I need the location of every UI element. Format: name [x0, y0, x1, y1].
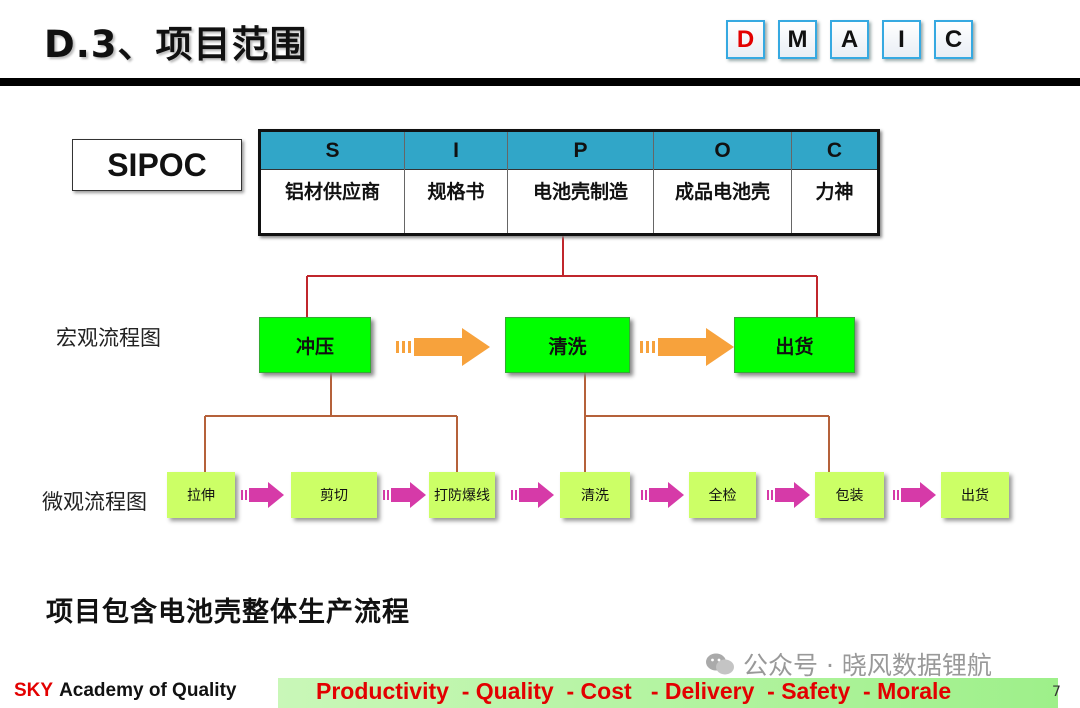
- macro-step-shipping: 出货: [734, 317, 855, 373]
- page-title: D.3、项目范围: [44, 23, 308, 66]
- sipoc-value-p: 电池壳制造: [532, 181, 628, 203]
- micro-flow-label: 微观流程图: [42, 490, 147, 514]
- macro-arrows: [396, 328, 734, 366]
- dmaic-badge-a: A: [830, 20, 869, 59]
- micro-step-cutting: 剪切: [291, 472, 377, 518]
- footer-brand-sky: SKY: [14, 680, 54, 701]
- watermark: 公众号 · 晓风数据锂航: [705, 646, 992, 682]
- micro-step-drawing: 拉伸: [167, 472, 235, 518]
- watermark-text: 公众号 · 晓风数据锂航: [743, 651, 992, 680]
- sipoc-value-c: 力神: [815, 181, 854, 203]
- micro-arrow-5: [767, 482, 810, 508]
- macro-step-stamping: 冲压: [259, 317, 371, 373]
- sipoc-column-s: S 铝材供应商: [261, 132, 405, 233]
- micro-arrow-6: [893, 482, 936, 508]
- sipoc-value-s: 铝材供应商: [284, 181, 380, 203]
- macro-arrow-2: [640, 328, 734, 366]
- micro-step-vent-scoring: 打防爆线: [429, 472, 495, 518]
- summary-text: 项目包含电池壳整体生产流程: [46, 597, 410, 628]
- sipoc-value-i: 规格书: [427, 181, 485, 203]
- macro-step-cleaning: 清洗: [505, 317, 630, 373]
- header-divider: [0, 78, 1080, 86]
- micro-arrow-4: [641, 482, 684, 508]
- micro-step-shipping: 出货: [941, 472, 1009, 518]
- sipoc-head-p: P: [508, 132, 653, 170]
- sipoc-head-i: I: [405, 132, 507, 170]
- wechat-icon: [706, 653, 734, 675]
- sipoc-column-p: P 电池壳制造: [508, 132, 654, 233]
- micro-step-cleaning: 清洗: [560, 472, 630, 518]
- sipoc-head-o: O: [654, 132, 791, 170]
- sipoc-head-c: C: [792, 132, 877, 170]
- micro-arrow-2: [383, 482, 426, 508]
- macro-arrow-1: [396, 328, 490, 366]
- footer-slogan: Productivity - Quality - Cost - Delivery…: [316, 678, 952, 704]
- sipoc-table: S 铝材供应商 I 规格书 P 电池壳制造 O 成品电池壳 C 力神: [258, 129, 880, 236]
- micro-step-inspection: 全检: [689, 472, 756, 518]
- dmaic-badge-m: M: [778, 20, 817, 59]
- micro-arrow-3: [511, 482, 554, 508]
- sipoc-label: SIPOC: [72, 139, 242, 191]
- macro-flow-label: 宏观流程图: [56, 326, 161, 350]
- sipoc-head-s: S: [261, 132, 404, 170]
- sipoc-column-o: O 成品电池壳: [654, 132, 792, 233]
- micro-arrows: [241, 482, 936, 508]
- page-number: 7: [1052, 684, 1061, 700]
- dmaic-badge-d: D: [726, 20, 765, 59]
- micro-arrow-1: [241, 482, 284, 508]
- sipoc-value-o: 成品电池壳: [674, 181, 770, 203]
- micro-step-packing: 包装: [815, 472, 884, 518]
- dmaic-badge-i: I: [882, 20, 921, 59]
- footer-slogan-band: [278, 678, 1058, 708]
- sipoc-column-i: I 规格书: [405, 132, 508, 233]
- footer-brand-name: Academy of Quality: [59, 680, 237, 701]
- dmaic-badge-c: C: [934, 20, 973, 59]
- sipoc-column-c: C 力神: [792, 132, 877, 233]
